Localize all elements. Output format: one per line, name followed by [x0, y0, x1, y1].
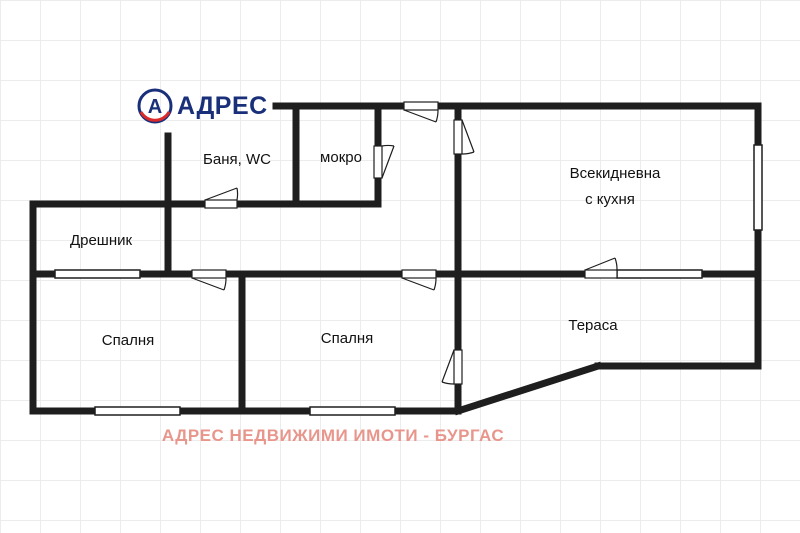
window-bedroom-2 [309, 406, 396, 416]
logo-mark-icon: A [137, 88, 173, 124]
windows [54, 144, 763, 416]
door-wet [373, 144, 395, 179]
label-terrace: Тераса [568, 317, 618, 334]
window-closet [54, 269, 141, 279]
wall-terrace-diagonal [453, 361, 603, 416]
label-bath: Баня, WC [203, 151, 271, 168]
brand-logo: A АДРЕС [137, 86, 268, 126]
walls [29, 102, 762, 416]
logo-letter: A [148, 96, 162, 118]
label-bedroom-2: Спалня [321, 330, 373, 347]
label-living-kitchen: с кухня [585, 191, 635, 208]
logo-text: АДРЕС [177, 91, 268, 120]
door-bedroom-1 [191, 269, 227, 291]
label-living: Всекидневна [570, 165, 661, 182]
label-bedroom-1: Спалня [102, 332, 154, 349]
door-bath [204, 187, 239, 209]
label-closet: Дрешник [70, 232, 133, 249]
label-wet: мокро [320, 149, 362, 166]
door-terrace-side [441, 349, 463, 385]
window-terrace [616, 269, 703, 279]
footer-agency-text: АДРЕС НЕДВИЖИМИ ИМОТИ - БУРГАС [161, 426, 505, 445]
window-bedroom-1 [94, 406, 181, 416]
doors [191, 101, 618, 385]
door-bedroom-2 [401, 269, 437, 291]
door-terrace [584, 257, 618, 279]
window-living [753, 144, 763, 231]
door-entrance [403, 101, 439, 123]
door-living [453, 119, 475, 155]
